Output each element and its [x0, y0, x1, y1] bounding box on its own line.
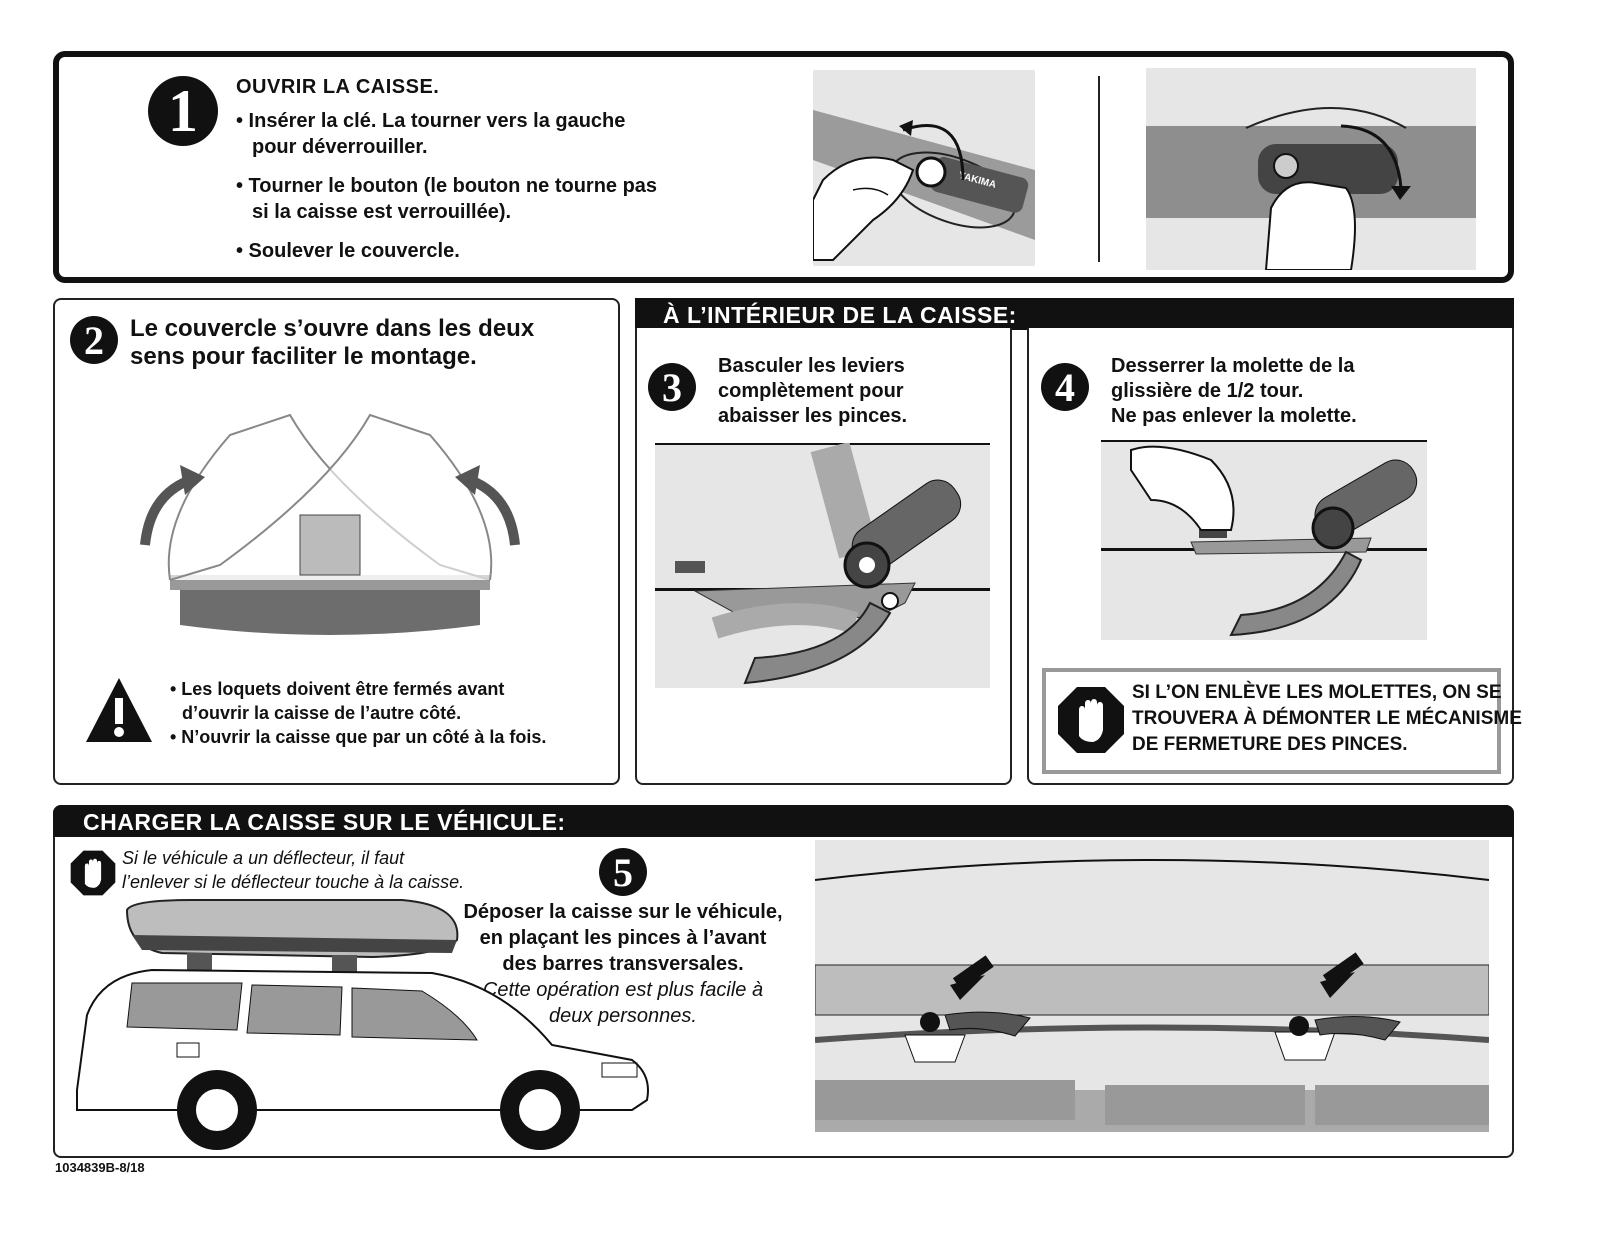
- step4-number: 4: [1055, 364, 1075, 410]
- step2-title: Le couvercle s’ouvre dans les deux sens …: [130, 315, 535, 370]
- crossbar-illustration: [815, 840, 1489, 1132]
- knob-illustration: [1146, 68, 1476, 270]
- slide-knob-illustration: [1101, 440, 1427, 640]
- step1-bullet-2: • Tourner le bouton (le bouton ne tourne…: [236, 175, 658, 223]
- step5-text: Déposer la caisse sur le véhicule, en pl…: [463, 901, 783, 1027]
- step1-bullet-1: • Insérer la clé. La tourner vers la gau…: [236, 110, 626, 158]
- step1-number-badge: 1: [148, 76, 218, 146]
- deflector-stop-icon: [70, 850, 116, 896]
- loading-header: CHARGER LA CAISSE SUR LE VÉHICULE:: [53, 805, 1514, 837]
- step1-divider: [1098, 76, 1100, 262]
- step1-title: OUVRIR LA CAISSE.: [236, 76, 440, 98]
- step1-number: 1: [168, 77, 198, 144]
- stop-hand-icon: [1057, 686, 1125, 754]
- step3-text: Basculer les leviers complètement pour a…: [718, 355, 908, 427]
- warning-triangle-icon: [84, 676, 154, 744]
- car-illustration: [72, 895, 662, 1157]
- step5-number: 5: [613, 849, 633, 895]
- stop-warning-text: SI L’ON ENLÈVE LES MOLETTES, ON SE TROUV…: [1132, 682, 1522, 755]
- step2-number: 2: [84, 317, 104, 363]
- step2-warning-1: • Les loquets doivent être fermés avant …: [170, 679, 505, 723]
- step2-warning-2: • N’ouvrir la caisse que par un côté à l…: [170, 727, 547, 747]
- step4-number-badge: 4: [1041, 363, 1089, 411]
- pointer-arrow-icon: [1320, 952, 1364, 998]
- lever-illustration: [655, 443, 990, 688]
- key-lock-illustration: YAKIMA: [813, 70, 1035, 266]
- step3-number: 3: [662, 364, 682, 410]
- inside-header: À L’INTÉRIEUR DE LA CAISSE:: [635, 298, 1514, 330]
- part-number: 1034839B-8/18: [55, 1160, 145, 1175]
- lid-opening-illustration: [130, 405, 530, 645]
- step4-text: Desserrer la molette de la glissière de …: [1111, 355, 1357, 427]
- step1-bullet-3: • Soulever le couvercle.: [236, 240, 460, 262]
- deflector-note: Si le véhicule a un déflecteur, il faut …: [122, 848, 465, 892]
- step5-number-badge: 5: [599, 848, 647, 896]
- step3-number-badge: 3: [648, 363, 696, 411]
- step2-number-badge: 2: [70, 316, 118, 364]
- pointer-arrow-icon: [950, 955, 994, 1000]
